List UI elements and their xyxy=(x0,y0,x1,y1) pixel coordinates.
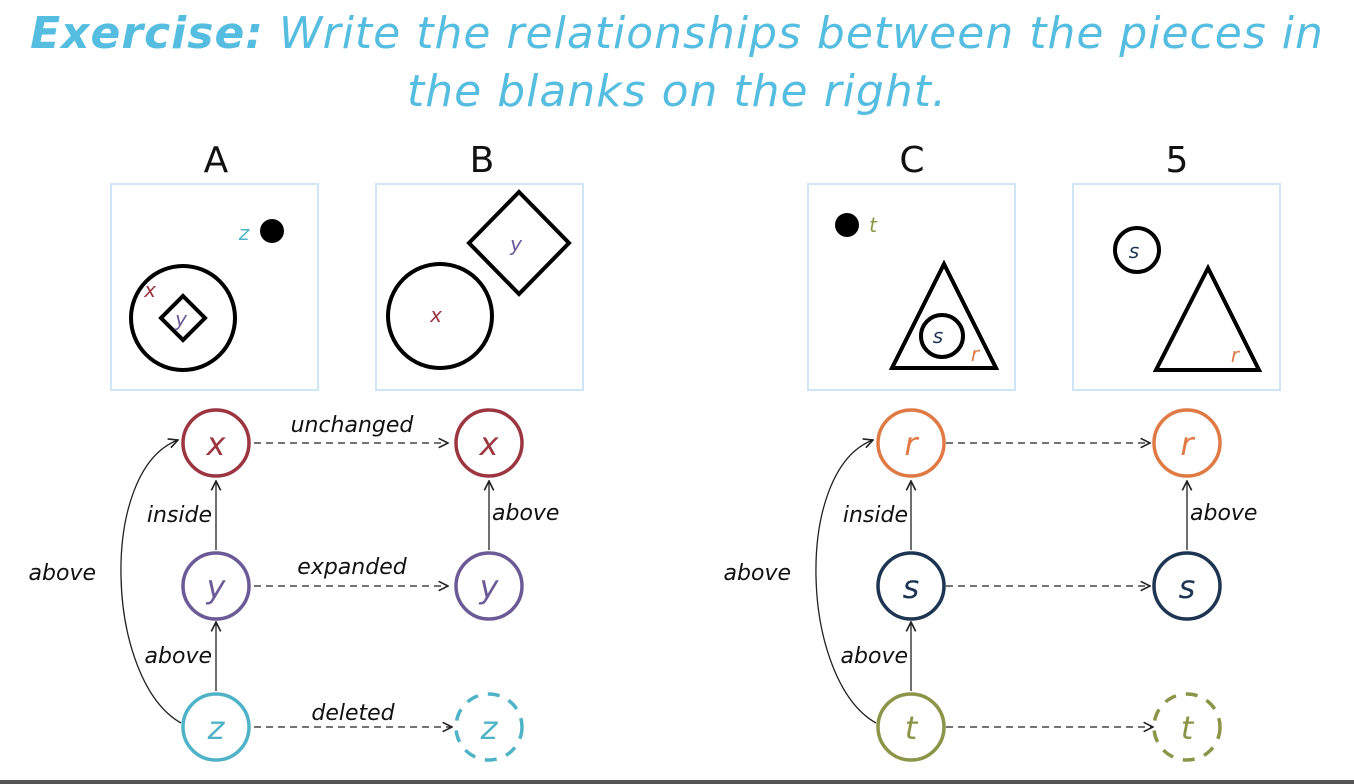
panel-label-a: A xyxy=(204,140,229,181)
node-t1 xyxy=(876,692,946,762)
node-y1 xyxy=(181,551,251,621)
panel-a-label-z: z xyxy=(238,221,250,245)
panel-c-triangle xyxy=(888,259,1000,370)
panel-a-label-x: x xyxy=(143,278,156,302)
panel-label-c: C xyxy=(899,140,924,181)
node-z1-label: z xyxy=(207,709,226,747)
node-z2-deleted xyxy=(454,692,524,762)
panel-c-label-t: t xyxy=(869,213,878,237)
title-line-1: Exercise: Write the relationships betwee… xyxy=(0,8,1354,59)
panel-c-dot xyxy=(835,213,859,237)
panel-a-frame xyxy=(110,183,319,391)
node-s1-label: s xyxy=(903,568,920,606)
edge-above-curve-right xyxy=(815,440,877,724)
label-above-curve-right: above xyxy=(724,561,791,586)
title-rest: Write the relationships between the piec… xyxy=(263,8,1324,59)
node-r2 xyxy=(1152,408,1222,478)
panel-a-diamond xyxy=(158,293,208,343)
label-above-yz-left: above xyxy=(145,644,212,669)
panel-c-frame xyxy=(807,183,1016,391)
node-x1 xyxy=(181,408,251,478)
node-s1 xyxy=(876,551,946,621)
panel-c-label-r: r xyxy=(971,342,981,366)
bottom-edge-bar xyxy=(0,780,1354,784)
title-line-2: the blanks on the right. xyxy=(407,66,947,117)
node-y1-label: y xyxy=(206,568,227,606)
label-above-right-right: above xyxy=(1190,501,1257,526)
panel-a-label-y: y xyxy=(174,307,188,331)
node-r1-label: r xyxy=(904,425,919,463)
label-deleted: deleted xyxy=(311,701,395,726)
panel-c-circle xyxy=(919,313,965,359)
label-unchanged: unchanged xyxy=(291,413,415,438)
panel-b-circle xyxy=(386,262,494,370)
node-s2-label: s xyxy=(1179,568,1196,606)
edge-above-curve-left xyxy=(120,440,182,724)
panel-b-label-x: x xyxy=(429,303,442,327)
node-t2-label: t xyxy=(1181,709,1195,747)
label-above-right-left: above xyxy=(492,501,559,526)
panel-label-b: B xyxy=(470,140,495,181)
panel-d-triangle xyxy=(1152,263,1263,372)
panel-a-dot xyxy=(260,219,284,243)
panel-a-circle xyxy=(129,264,237,372)
node-x2 xyxy=(454,408,524,478)
label-above-st-right: above xyxy=(841,644,908,669)
title-bold: Exercise: xyxy=(30,8,264,59)
node-t1-label: t xyxy=(905,709,919,747)
panel-d-circle xyxy=(1113,226,1161,274)
label-expanded: expanded xyxy=(297,555,407,580)
node-s2 xyxy=(1152,551,1222,621)
label-inside-left: inside xyxy=(147,503,212,528)
node-r2-label: r xyxy=(1180,425,1195,463)
node-z1 xyxy=(181,692,251,762)
panel-b-frame xyxy=(375,183,584,391)
node-x2-label: x xyxy=(479,425,500,463)
panel-d-label-s: s xyxy=(1129,239,1139,263)
node-y2-label: y xyxy=(479,568,500,606)
node-y2 xyxy=(454,551,524,621)
panel-c-label-s: s xyxy=(933,324,943,348)
node-x1-label: x xyxy=(206,425,227,463)
panel-d-frame xyxy=(1072,183,1281,391)
node-r1 xyxy=(876,408,946,478)
panel-b-label-y: y xyxy=(509,232,523,256)
panel-b-diamond xyxy=(466,189,572,297)
label-above-curve-left: above xyxy=(29,561,96,586)
panel-label-d: 5 xyxy=(1166,140,1189,181)
node-z2-label: z xyxy=(480,709,499,747)
node-t2-deleted xyxy=(1152,692,1222,762)
label-inside-right: inside xyxy=(843,503,908,528)
panel-d-label-r: r xyxy=(1231,343,1241,367)
